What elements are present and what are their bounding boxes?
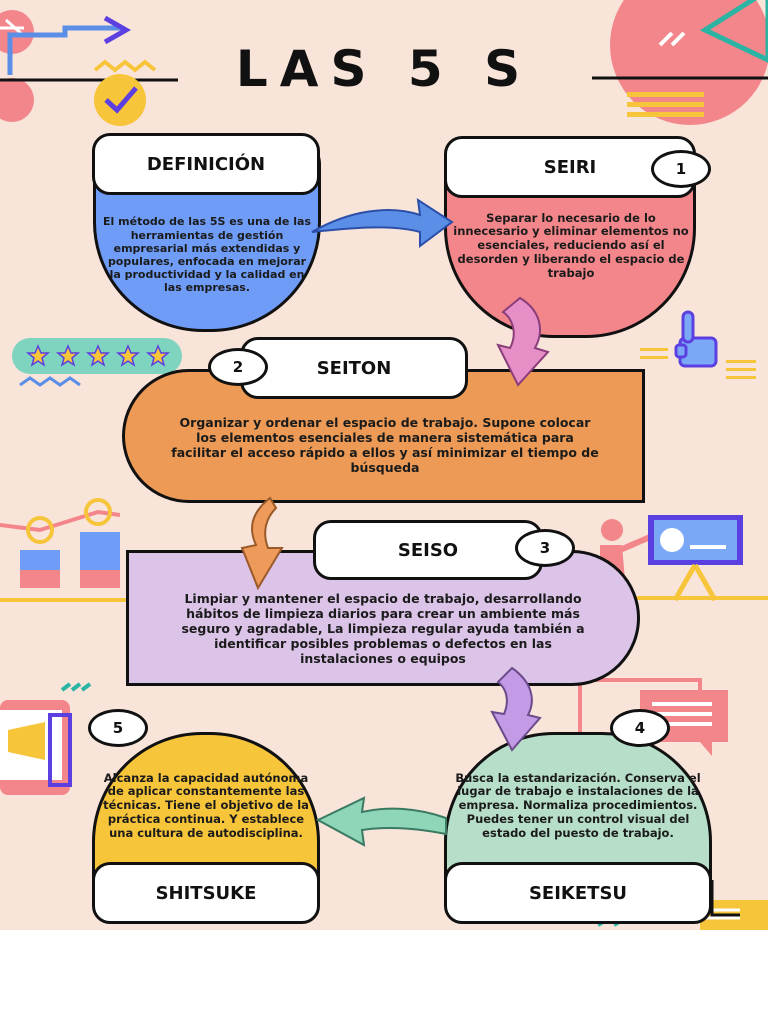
side-stripes	[640, 348, 756, 379]
seiso-label: SEISO	[313, 520, 543, 580]
seiso-shape	[126, 550, 640, 686]
checkmark-icon	[94, 74, 146, 126]
seiri-text: Separar lo necesario de lo innecesario y…	[453, 210, 689, 280]
seiton-text: Organizar y ordenar el espacio de trabaj…	[171, 415, 599, 475]
seiso-text: Limpiar y mantener el espacio de trabajo…	[181, 590, 585, 666]
infographic-poster: LAS 5 S DEFINICIÓN El método de las 5S e…	[0, 0, 768, 930]
arrow-right-icon	[7, 15, 132, 75]
seiso-number: 3	[515, 529, 575, 567]
zigzag-icon	[93, 59, 157, 73]
rating-stars-icon	[12, 338, 182, 374]
definicion-text: El método de las 5S es una de las herram…	[103, 215, 311, 295]
megaphone-icon	[0, 682, 92, 795]
shitsuke-text: Alcanza la capacidad autónoma de aplicar…	[103, 770, 309, 840]
seiton-number: 2	[208, 348, 268, 386]
decorations	[0, 0, 768, 930]
zigzag-icon	[19, 376, 81, 387]
definicion-label: DEFINICIÓN	[92, 133, 320, 195]
bar-chart-icon	[0, 498, 126, 602]
seiketsu-number: 4	[610, 709, 670, 747]
seiketsu-label: SEIKETSU	[444, 862, 712, 924]
seiri-number: 1	[651, 150, 711, 188]
page-title: LAS 5 S	[235, 40, 533, 98]
top-right-stripes	[627, 92, 704, 117]
presenter-icon	[598, 515, 768, 602]
seiketsu-text: Busca la estandarización. Conserva el lu…	[455, 770, 701, 840]
pointing-hand-icon	[674, 310, 718, 368]
shitsuke-number: 5	[88, 709, 148, 747]
shitsuke-label: SHITSUKE	[92, 862, 320, 924]
seiton-label: SEITON	[240, 337, 468, 399]
